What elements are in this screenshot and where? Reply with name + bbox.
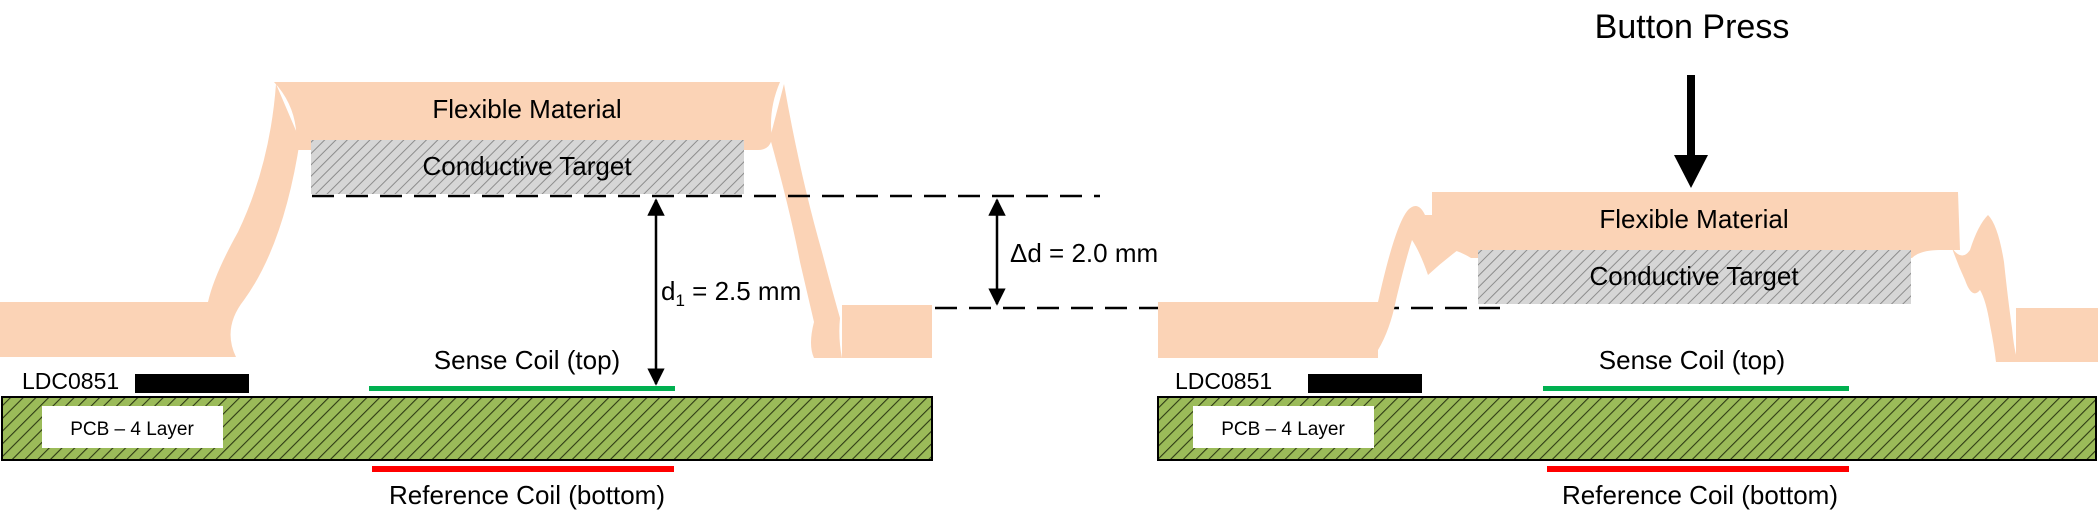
right-reference-coil xyxy=(1547,466,1849,472)
left-reference-coil xyxy=(372,466,674,472)
right-reference-coil-label: Reference Coil (bottom) xyxy=(1562,480,1838,510)
right-pcb-label: PCB – 4 Layer xyxy=(1221,419,1345,440)
right-ldc0851-chip xyxy=(1308,374,1422,393)
right-conductive-target-label: Conductive Target xyxy=(1589,261,1799,291)
right-sense-coil xyxy=(1543,386,1849,391)
left-flexible-material-label: Flexible Material xyxy=(432,94,621,124)
left-reference-coil-label: Reference Coil (bottom) xyxy=(389,480,665,510)
button-press-arrow-head xyxy=(1674,155,1708,188)
left-conductive-target-label: Conductive Target xyxy=(422,151,632,181)
right-flexible-material-label: Flexible Material xyxy=(1599,204,1788,234)
right-sense-coil-label: Sense Coil (top) xyxy=(1599,345,1785,375)
left-pcb-label-box xyxy=(42,406,223,448)
left-sense-coil-label: Sense Coil (top) xyxy=(434,345,620,375)
right-pcb-label-box xyxy=(1193,406,1374,448)
left-d1-label: d1 = 2.5 mm xyxy=(661,276,801,310)
delta-d-label: Δd = 2.0 mm xyxy=(1010,238,1158,268)
left-conductive-target xyxy=(311,140,744,194)
left-pcb-label: PCB – 4 Layer xyxy=(70,419,194,440)
button-press-arrow-shaft xyxy=(1687,75,1695,157)
left-ldc0851-label: LDC0851 xyxy=(22,368,119,394)
right-ldc0851-label: LDC0851 xyxy=(1175,368,1272,394)
left-ldc0851-chip xyxy=(135,374,249,393)
left-sense-coil xyxy=(369,386,675,391)
left-flexible-material xyxy=(0,82,932,358)
left-assembly: Flexible Material Conductive Target PCB … xyxy=(0,82,933,510)
button-press-title: Button Press xyxy=(1595,8,1790,46)
right-flexible-material xyxy=(1158,192,2098,362)
right-assembly: Button Press Flexible Material Conductiv… xyxy=(1157,8,2098,510)
right-conductive-target xyxy=(1478,250,1911,304)
